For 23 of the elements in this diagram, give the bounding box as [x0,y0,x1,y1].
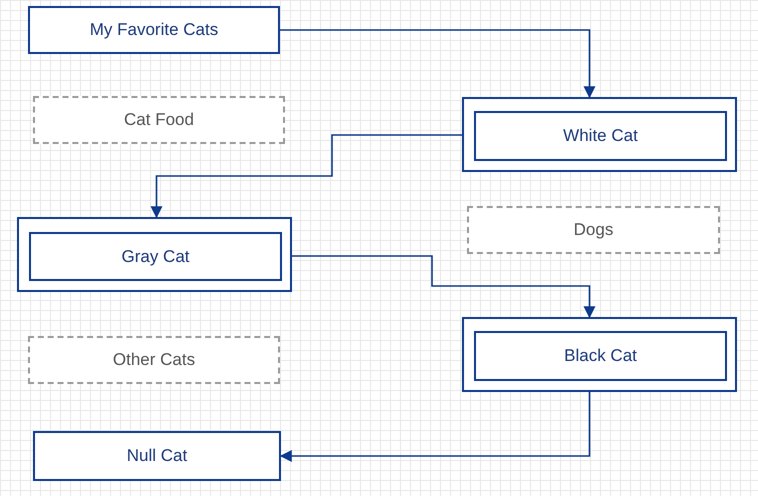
node-label: Black Cat [564,346,637,366]
connector-arrow [280,29,596,98]
placeholder-box [467,206,720,254]
frame-box [17,217,292,292]
frame-box [462,317,737,392]
process-box [33,431,281,481]
node-label: Cat Food [124,110,194,130]
connector-arrow [150,134,462,218]
connector-arrow [280,392,590,462]
process-box [474,111,727,161]
node-label: Gray Cat [121,246,190,266]
node-label: My Favorite Cats [90,20,218,40]
placeholder-box [28,336,280,384]
placeholder-box [33,96,285,144]
node-label: Other Cats [112,350,196,370]
node-label: White Cat [563,126,638,146]
process-box [474,331,727,381]
node-label: Dogs [574,220,614,240]
process-box [28,6,280,54]
connector-arrow [292,255,596,318]
process-box [29,232,282,281]
node-label: Null Cat [126,446,188,466]
frame-box [462,97,737,172]
